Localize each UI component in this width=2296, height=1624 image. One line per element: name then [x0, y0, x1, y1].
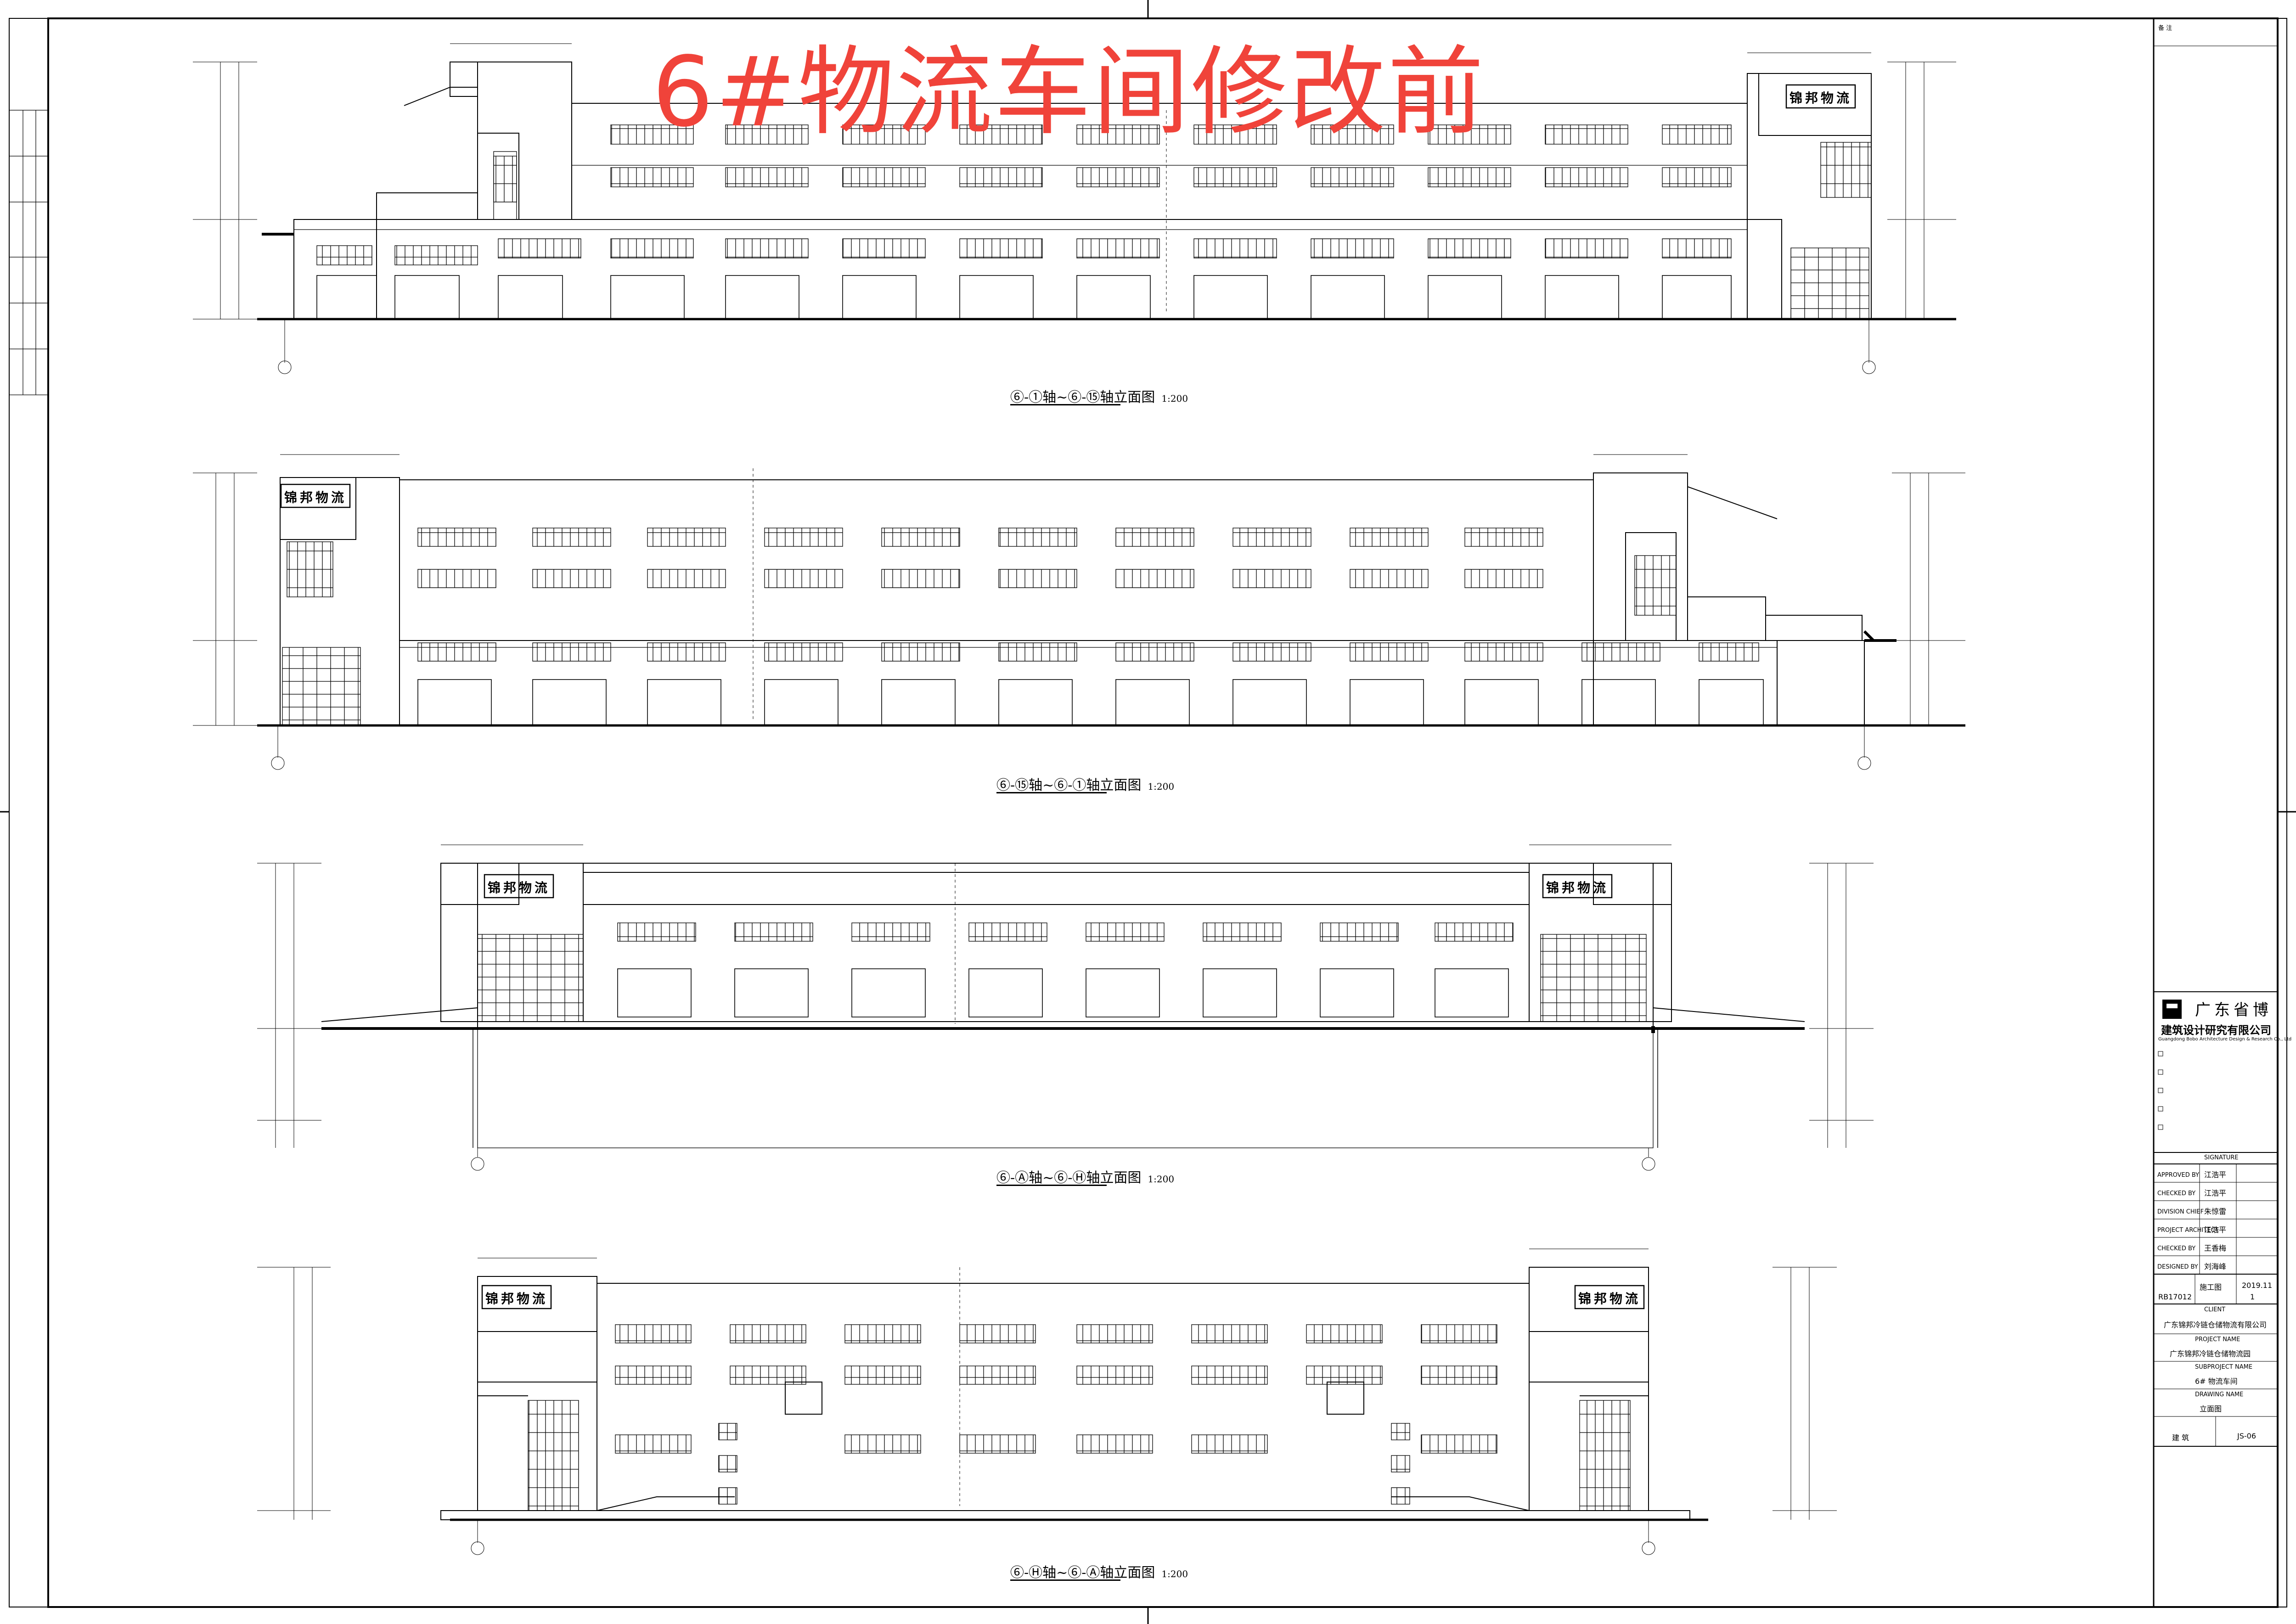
elevation-3-dock-doors [617, 968, 1509, 1017]
role-designed: DESIGNED BY [2157, 1264, 2198, 1270]
company-name-cn: 广东省博 [2195, 1001, 2272, 1019]
company-name-en: Guangdong Bobo Architecture Design & Res… [2158, 1037, 2292, 1042]
elevation-2 [257, 472, 1965, 727]
sheet-title: 6#物流车间修改前 [652, 36, 1486, 148]
project-name: 广东锦邦冷链仓储物流园 [2170, 1349, 2251, 1358]
title-block-frame [2153, 18, 2278, 1607]
role-project-architect: PROJECT ARCHITECT [2157, 1227, 2219, 1234]
phase: 施工图 [2200, 1283, 2222, 1292]
company-name-cn2: 建筑设计研究有限公司 [2161, 1024, 2271, 1037]
elevation-1-windows [316, 124, 1732, 265]
signature-header: SIGNATURE [2204, 1154, 2239, 1161]
caption-e3-underline [996, 1185, 1107, 1186]
elevation-2-dock-doors [417, 679, 1764, 726]
elevation-4 [440, 1267, 1708, 1521]
sign-e2: 锦邦物流 [284, 490, 347, 505]
elevation-2-dimensions [193, 454, 1965, 770]
name-division-chief: 朱惊雷 [2204, 1207, 2227, 1216]
role-checked-1: CHECKED BY [2157, 1190, 2196, 1197]
sign-e4-left: 锦邦物流 [485, 1291, 548, 1306]
elevation-3-windows [617, 922, 1514, 942]
project-label: PROJECT NAME [2195, 1336, 2240, 1343]
elevation-2-windows [417, 528, 1759, 662]
elevation-4-dimensions [257, 1248, 1837, 1555]
remarks-label: 备 注 [2158, 25, 2172, 32]
subproject-label: SUBPROJECT NAME [2195, 1364, 2253, 1371]
role-division-chief: DIVISION CHIEF [2157, 1208, 2204, 1215]
drawing-label: DRAWING NAME [2195, 1391, 2244, 1398]
sign-e3-right: 锦邦物流 [1546, 880, 1609, 895]
name-designed: 刘海峰 [2204, 1262, 2227, 1271]
name-approved: 江浩平 [2204, 1170, 2227, 1179]
sheet-no: JS-06 [2237, 1432, 2257, 1440]
elevation-4-windows [615, 1324, 1497, 1505]
client-label: CLIENT [2204, 1306, 2226, 1313]
name-checked-1: 江浩平 [2204, 1189, 2227, 1197]
drawing-name: 立面图 [2200, 1405, 2222, 1413]
elevation-3-dimensions [257, 844, 1874, 1171]
name-project-architect: 江浩平 [2204, 1225, 2227, 1234]
caption-e2-underline [996, 792, 1107, 793]
caption-e4-underline [1010, 1579, 1120, 1581]
subproject-name: 6# 物流车间 [2195, 1377, 2238, 1386]
elevation-3 [321, 863, 1805, 1148]
role-approved: APPROVED BY [2157, 1172, 2200, 1179]
sign-e4-right: 锦邦物流 [1578, 1291, 1641, 1306]
left-stamp-grid [9, 18, 49, 395]
caption-e1-underline [1010, 404, 1120, 405]
name-checked-2: 王香梅 [2204, 1244, 2227, 1253]
discipline: 建 筑 [2172, 1433, 2189, 1442]
edition: 1 [2250, 1292, 2255, 1301]
role-checked-2: CHECKED BY [2157, 1245, 2196, 1252]
sign-e1: 锦邦物流 [1790, 90, 1852, 106]
elevation-1-dock-doors [316, 275, 1732, 320]
sign-e3-left: 锦邦物流 [488, 880, 551, 895]
inner-frame [47, 17, 2279, 1608]
elevation-1-dimensions [193, 43, 1956, 374]
date: 2019.11 [2242, 1281, 2273, 1290]
project-no: RB17012 [2158, 1292, 2192, 1301]
client-name: 广东锦邦冷链仓储物流有限公司 [2164, 1321, 2267, 1329]
